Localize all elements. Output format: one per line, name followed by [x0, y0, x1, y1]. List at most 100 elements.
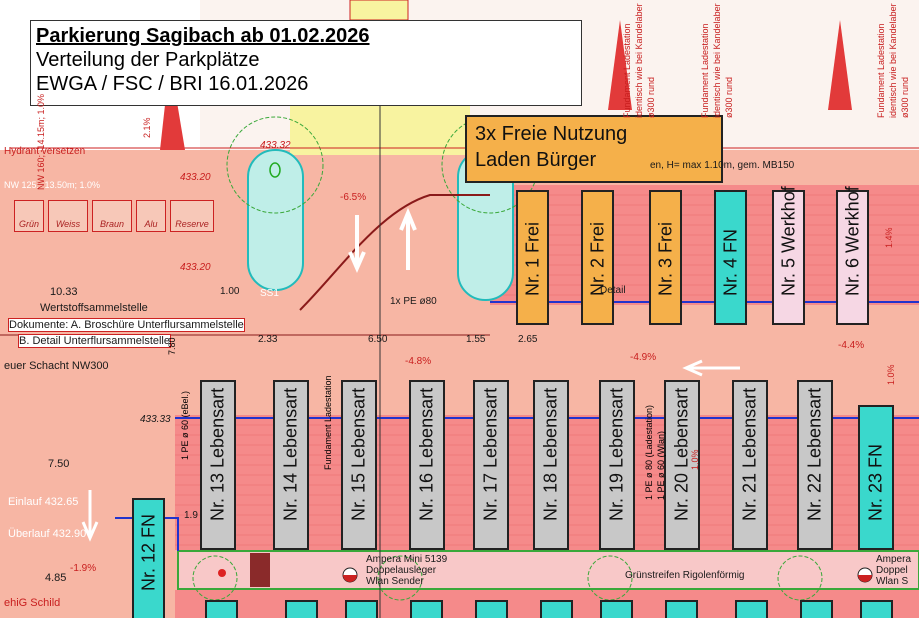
dim-2-65: 2.65 [518, 334, 538, 345]
note-nw160: NW 160; -14.15m; 1.0% [36, 93, 46, 190]
note-fund3: ø300 rund [646, 76, 656, 118]
parking-spot-label: Nr. 18 Lebensart [540, 387, 561, 521]
parking-spot-12[interactable]: Nr. 12 FN [132, 498, 165, 618]
dim-7-80: 7.80 [167, 337, 177, 355]
green-strip [177, 550, 919, 590]
note-zaun: en, H= max 1.10m, gem. MB150 [650, 160, 795, 171]
parking-spot-4[interactable]: Nr. 4 FN [714, 190, 747, 325]
parking-spot-bottom[interactable] [600, 600, 633, 618]
parking-spot-19[interactable]: Nr. 19 Lebensart [599, 380, 635, 550]
parking-spot-16[interactable]: Nr. 16 Lebensart [409, 380, 445, 550]
parking-spot-label: Nr. 4 FN [720, 228, 740, 296]
pipe-line [299, 194, 490, 311]
parking-spot-bottom[interactable] [205, 600, 238, 618]
parking-spot-3[interactable]: Nr. 3 Frei [649, 190, 682, 325]
red-marker-2 [608, 20, 632, 110]
parking-spot-label: Nr. 1 Frei [522, 221, 542, 296]
parking-spot-label: Nr. 21 Lebensart [739, 387, 760, 521]
parking-spot-21[interactable]: Nr. 21 Lebensart [732, 380, 768, 550]
parking-spot-5[interactable]: Nr. 5 Werkhof [772, 186, 805, 325]
parking-spot-bottom[interactable] [285, 600, 318, 618]
parking-spot-label: Nr. 5 Werkhof [778, 186, 798, 296]
slope-4-9: -4.9% [630, 352, 657, 363]
note-fund2: identisch wie bei Kandelaber [634, 3, 644, 118]
parking-spot-label: Nr. 14 Lebensart [280, 387, 301, 521]
parking-spot-17[interactable]: Nr. 17 Lebensart [473, 380, 509, 550]
note-pe60w: 1 PE ø 60 (Wlan) [656, 430, 666, 500]
dim-1-00: 1.00 [220, 286, 240, 297]
free-use-box: 3x Freie Nutzung Laden Bürger [465, 115, 723, 183]
parking-spot-label: Nr. 6 Werkhof [842, 186, 862, 296]
note-schacht: euer Schacht NW300 [4, 360, 109, 372]
note-detail-b: B. Detail Unterflursammelstelle [18, 334, 171, 348]
parking-spot-label: Nr. 22 Lebensart [804, 387, 825, 521]
waste-bin-braun: Braun [92, 200, 132, 232]
note-einlauf: Einlauf 432.65 [8, 496, 79, 508]
parking-spot-22[interactable]: Nr. 22 Lebensart [797, 380, 833, 550]
parking-spot-label: Nr. 13 Lebensart [207, 387, 228, 521]
note-fund3b: ø300 rund [724, 76, 734, 118]
note-nw125: NW 125; -13.50m; 1.0% [4, 180, 101, 190]
slope-4-8: -4.8% [405, 356, 432, 367]
plan-authors: EWGA / FSC / BRI 16.01.2026 [36, 73, 309, 95]
note-gruenstreifen: Grünstreifen Rigolenförmig [625, 570, 745, 581]
note-ss1: SS1 [260, 288, 279, 299]
tree-crowns [192, 116, 823, 601]
note-pe80l: 1 PE ø 80 (Ladestation) [644, 404, 654, 500]
note-fund3c: ø300 rund [900, 76, 910, 118]
note-fund-mid: Fundament Ladestation [323, 375, 333, 470]
parking-spot-1[interactable]: Nr. 1 Frei [516, 190, 549, 325]
parking-spot-bottom[interactable] [475, 600, 508, 618]
parking-spot-label: Nr. 15 Lebensart [348, 387, 369, 521]
note-4-85: 4.85 [45, 572, 67, 584]
parking-spot-23[interactable]: Nr. 23 FN [858, 405, 894, 550]
note-pe80: 1x PE ø80 [390, 296, 437, 307]
free-use-line2: Laden Bürger [475, 149, 597, 171]
note-fund1: Fundament Ladestation [622, 23, 632, 118]
parking-spot-label: Nr. 16 Lebensart [416, 387, 437, 521]
parking-spot-13[interactable]: Nr. 13 Lebensart [200, 380, 236, 550]
red-marker-3 [828, 20, 852, 110]
parking-spot-2[interactable]: Nr. 2 Frei [581, 190, 614, 325]
slope-1-4: 1.4% [884, 227, 894, 248]
waste-bin-gruen: Grün [14, 200, 44, 232]
parking-spot-bottom[interactable] [410, 600, 443, 618]
parking-spot-bottom[interactable] [345, 600, 378, 618]
note-10-33: 10.33 [50, 286, 78, 298]
note-dokumente: Dokumente: A. Broschüre Unterflursammels… [8, 318, 245, 332]
parking-spot-20[interactable]: Nr. 20 Lebensart [664, 380, 700, 550]
slope-4-4: -4.4% [838, 340, 865, 351]
plan-subtitle: Verteilung der Parkplätze [36, 49, 260, 71]
slope-6-5: -6.5% [340, 192, 367, 203]
note-wertstoff: Wertstoffsammelstelle [40, 302, 148, 314]
parking-spot-label: Nr. 3 Frei [655, 221, 675, 296]
parking-spot-18[interactable]: Nr. 18 Lebensart [533, 380, 569, 550]
dim-6-50: 6.50 [368, 334, 388, 345]
plan-title: Parkierung Sagibach ab 01.02.2026 [36, 25, 370, 47]
arrow-down-small-icon [81, 490, 99, 542]
ampera-label-2: Ampera Doppel Wlan S [876, 554, 912, 587]
parking-spot-bottom[interactable] [800, 600, 833, 618]
parking-spot-15[interactable]: Nr. 15 Lebensart [341, 380, 377, 550]
note-fund2c: identisch wie bei Kandelaber [888, 3, 898, 118]
parking-spot-label: Nr. 23 FN [865, 443, 886, 521]
parking-spot-14[interactable]: Nr. 14 Lebensart [273, 380, 309, 550]
parking-spot-bottom[interactable] [860, 600, 893, 618]
parking-spot-label: Nr. 12 FN [138, 513, 158, 591]
parking-spot-label: Nr. 17 Lebensart [480, 387, 501, 521]
dim-433-32: 433.32 [260, 140, 291, 151]
parking-spot-bottom[interactable] [540, 600, 573, 618]
parking-spot-bottom[interactable] [735, 600, 768, 618]
title-box: Parkierung Sagibach ab 01.02.2026 Vertei… [30, 20, 582, 106]
note-7-50: 7.50 [48, 458, 70, 470]
parking-spot-bottom[interactable] [665, 600, 698, 618]
dim-433-20b: 433.20 [180, 262, 211, 273]
parking-spot-6[interactable]: Nr. 6 Werkhof [836, 186, 869, 325]
dim-1-96: 1.9 [184, 510, 198, 521]
note-fund1c: Fundament Ladestation [876, 23, 886, 118]
note-pe60: 1 PE ø 60 (eBel.) [180, 390, 190, 460]
tree-marker [269, 162, 281, 178]
waste-bin-weiss: Weiss [48, 200, 88, 232]
free-use-line1: 3x Freie Nutzung [475, 123, 628, 145]
